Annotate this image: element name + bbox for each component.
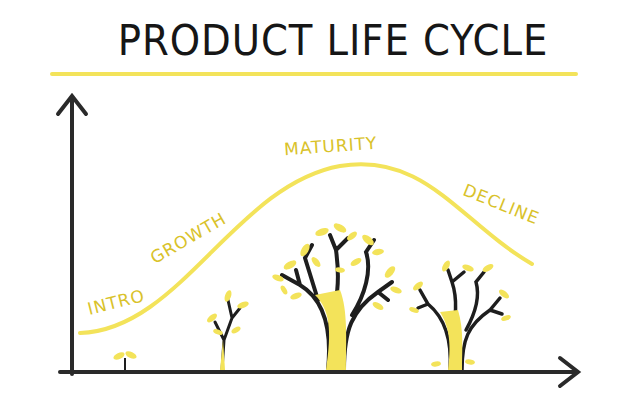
seedling bbox=[112, 350, 137, 370]
title-underline bbox=[52, 72, 576, 76]
stage-label: MATURITY bbox=[284, 133, 379, 159]
sapling bbox=[205, 289, 249, 370]
diagram-title: PRODUCT LIFE CYCLE bbox=[117, 16, 548, 65]
mature-tree bbox=[271, 221, 402, 370]
declining-tree bbox=[408, 259, 511, 370]
axes bbox=[58, 96, 578, 386]
stage-label: GROWTH bbox=[146, 208, 229, 267]
